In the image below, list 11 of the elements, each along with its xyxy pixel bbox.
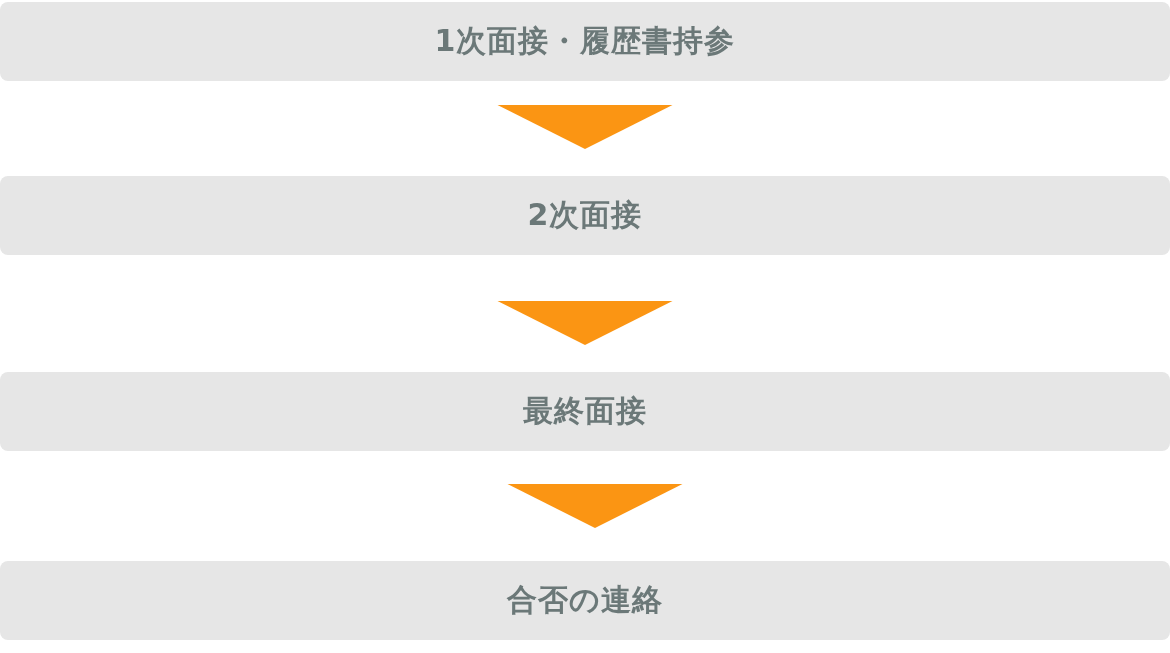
step-label: 2次面接 xyxy=(527,196,643,234)
step-label: 1次面接・履歴書持参 xyxy=(434,22,736,60)
chevron-arrow xyxy=(507,484,683,528)
step-label: 合否の連絡 xyxy=(507,581,663,619)
chevron-arrow xyxy=(497,105,673,149)
process-box xyxy=(0,2,1170,81)
chevron-arrow xyxy=(497,301,673,345)
step-label: 最終面接 xyxy=(523,392,647,430)
process-box xyxy=(0,372,1170,451)
process-box xyxy=(0,561,1170,640)
process-box xyxy=(0,176,1170,255)
